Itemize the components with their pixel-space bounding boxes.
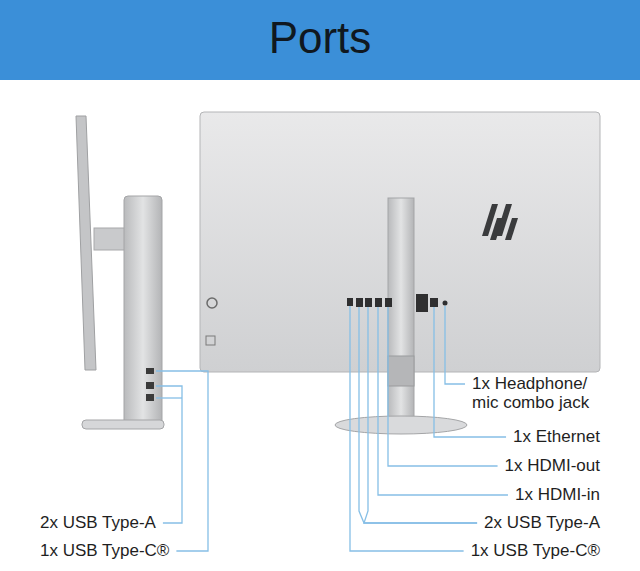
leader-line — [445, 306, 465, 384]
port-label: 2x USB Type-A — [484, 513, 600, 532]
leader-line — [156, 371, 208, 551]
leader-line — [434, 307, 506, 437]
title: Ports — [0, 12, 640, 64]
leader-line — [364, 307, 477, 523]
leader-line — [156, 386, 182, 523]
leader-line — [156, 397, 182, 398]
port-label: 1x Ethernet — [513, 427, 600, 446]
port-label: 1x USB Type-C® — [471, 541, 600, 560]
title-band — [0, 0, 640, 80]
port-label: 1x USB Type-C® — [40, 541, 169, 560]
port-label: 1x Headphone/ mic combo jack — [472, 374, 602, 412]
side-view — [76, 116, 164, 429]
port-label: 2x USB Type-A — [40, 513, 156, 532]
leader-line — [359, 307, 477, 523]
leader-line — [350, 306, 464, 551]
port-label: 1x HDMI-in — [515, 485, 600, 504]
port-label: 1x HDMI-out — [505, 456, 600, 475]
hp-logo — [482, 204, 518, 240]
